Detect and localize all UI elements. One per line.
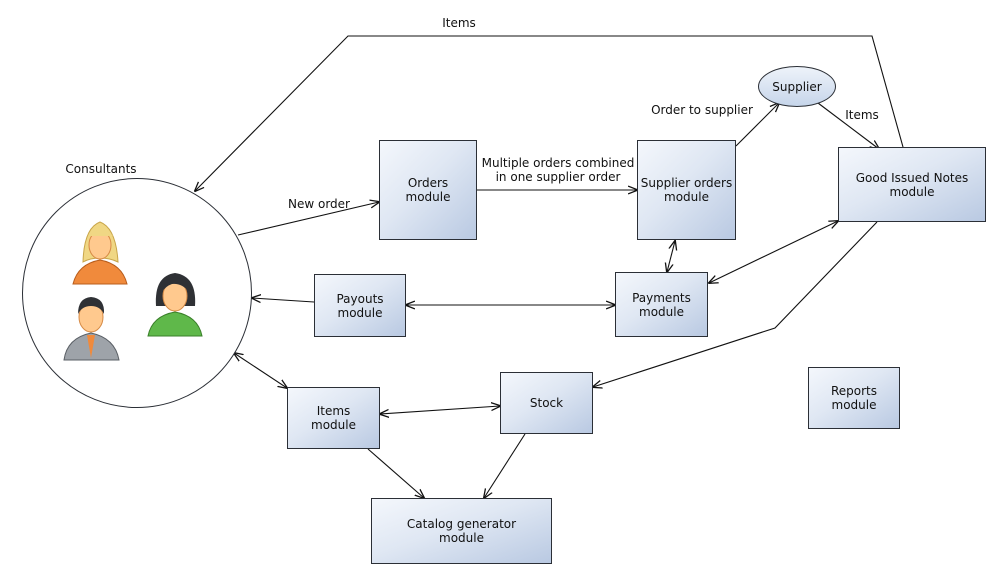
good-issued-notes-module-node[interactable]: Good Issued Notes module: [838, 147, 986, 222]
edge-supplier-orders-payments: [667, 241, 675, 272]
stock-node[interactable]: Stock: [500, 372, 593, 434]
edge-stock-to-catalog: [484, 433, 526, 498]
edge-label-multiple-orders: Multiple orders combined in one supplier…: [481, 156, 635, 184]
payouts-module-node[interactable]: Payouts module: [314, 274, 406, 337]
edge-label-items-top: Items: [442, 16, 476, 30]
edge-payouts-to-consultants: [252, 298, 315, 302]
consultant-female-icon: [72, 221, 128, 285]
edge-supplier-to-gin: [817, 102, 879, 149]
edge-gin-payments: [709, 221, 838, 283]
edge-gin-to-consultants-items: [195, 35, 904, 191]
supplier-orders-module-node[interactable]: Supplier orders module: [637, 140, 736, 240]
edge-label-order-to-supplier: Order to supplier: [651, 103, 753, 117]
catalog-generator-module-node[interactable]: Catalog generator module: [371, 498, 552, 564]
edge-gin-to-stock: [593, 221, 878, 387]
payments-module-node[interactable]: Payments module: [615, 272, 708, 337]
edge-items-to-catalog: [367, 448, 424, 498]
items-module-node[interactable]: Items module: [287, 387, 380, 449]
edge-supplier-orders-to-supplier: [735, 103, 779, 147]
edge-label-new-order: New order: [288, 197, 350, 211]
orders-module-node[interactable]: Orders module: [379, 140, 477, 240]
reports-module-node[interactable]: Reports module: [808, 367, 900, 429]
edge-label-items-supplier: Items: [845, 108, 879, 122]
consultants-circle: [22, 178, 252, 408]
supplier-node[interactable]: Supplier: [758, 66, 836, 107]
edge-consultants-items: [234, 353, 287, 388]
consultant-male-icon: [63, 297, 120, 361]
consultants-label: Consultants: [65, 162, 137, 176]
consultant-woman-green-icon: [147, 273, 203, 337]
edge-consultants-to-orders: [237, 202, 379, 236]
edge-items-stock: [380, 406, 500, 414]
